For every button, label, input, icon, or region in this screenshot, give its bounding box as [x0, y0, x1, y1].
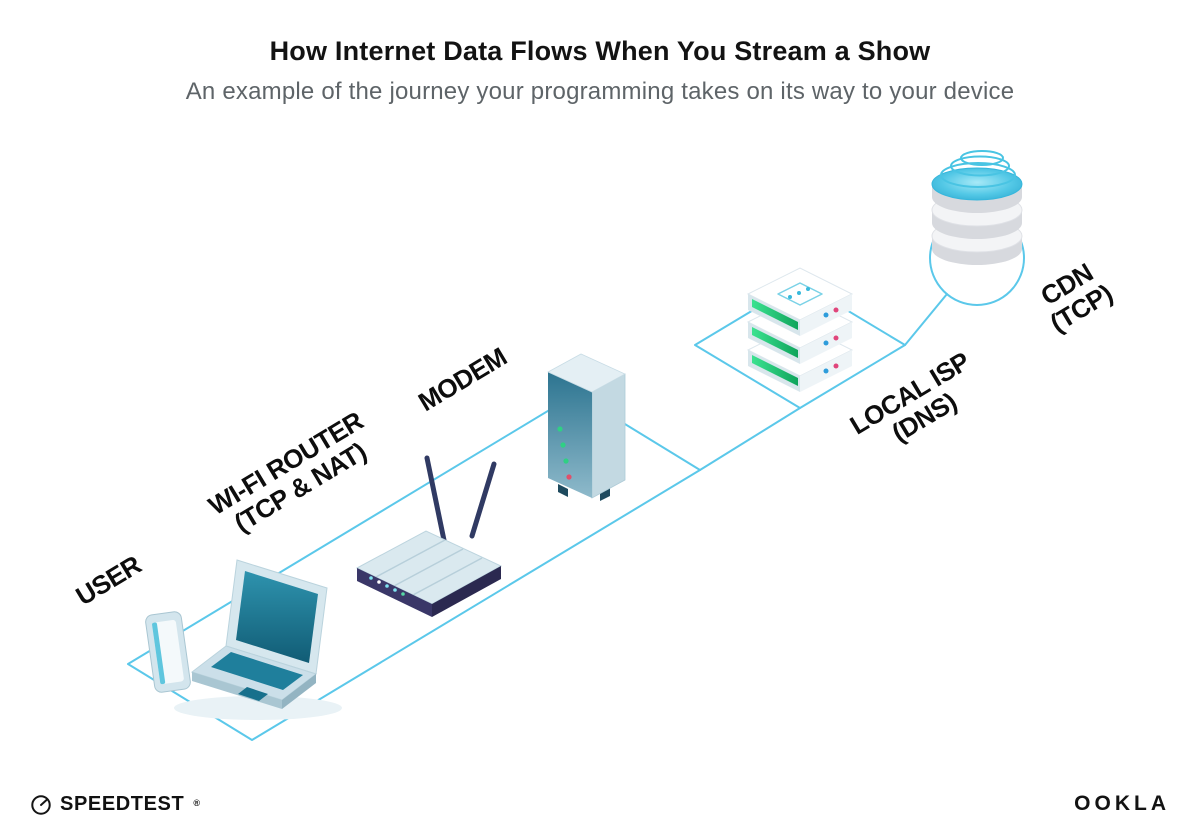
registered-mark: ®	[193, 798, 201, 808]
modem-led-green	[557, 426, 563, 432]
router-led	[401, 592, 405, 596]
cdn-ring	[960, 150, 1004, 166]
path-isp-to-cdn	[904, 293, 948, 346]
speedtest-wordmark: SPEEDTEST	[60, 793, 185, 815]
modem-foot	[558, 484, 568, 497]
isp-server-icon	[746, 267, 854, 392]
modem-label: MODEM	[413, 341, 512, 417]
router-antenna-right	[469, 461, 497, 539]
ookla-logo: OOKLA	[1074, 792, 1170, 815]
laptop-trackpad	[238, 687, 268, 701]
path-modem-to-isp	[699, 407, 801, 471]
cdn-database-icon	[931, 150, 1023, 265]
laptop-screen	[236, 571, 318, 663]
router-led	[393, 588, 397, 592]
router-led	[385, 584, 389, 588]
header: How Internet Data Flows When You Stream …	[0, 36, 1200, 106]
modem-led-red	[566, 474, 572, 480]
router-led	[369, 576, 373, 580]
modem-icon	[547, 353, 626, 501]
speedtest-logo: SPEEDTEST ®	[30, 793, 201, 816]
modem-led-green	[560, 442, 566, 448]
cdn-top-surface	[931, 167, 1023, 201]
laptop-keyboard	[211, 652, 303, 690]
user-devices-illustration	[145, 559, 342, 720]
modem-foot	[600, 487, 610, 501]
speedtest-gauge-icon	[31, 794, 51, 815]
cdn-ring	[950, 155, 1010, 177]
laptop-shadow	[174, 696, 342, 720]
server-top-panel	[777, 282, 823, 306]
router-led	[377, 580, 381, 584]
laptop-icon	[190, 559, 328, 709]
cdn-ring	[940, 162, 1016, 188]
page-subtitle: An example of the journey your programmi…	[185, 78, 1015, 105]
user-label: USER	[71, 549, 147, 611]
router-antenna-left	[424, 455, 448, 548]
server-unit	[746, 267, 854, 336]
wifi-router-icon	[355, 455, 503, 617]
modem-led-green	[563, 458, 569, 464]
page-title: How Internet Data Flows When You Stream …	[269, 36, 931, 66]
phone-icon	[145, 611, 191, 693]
